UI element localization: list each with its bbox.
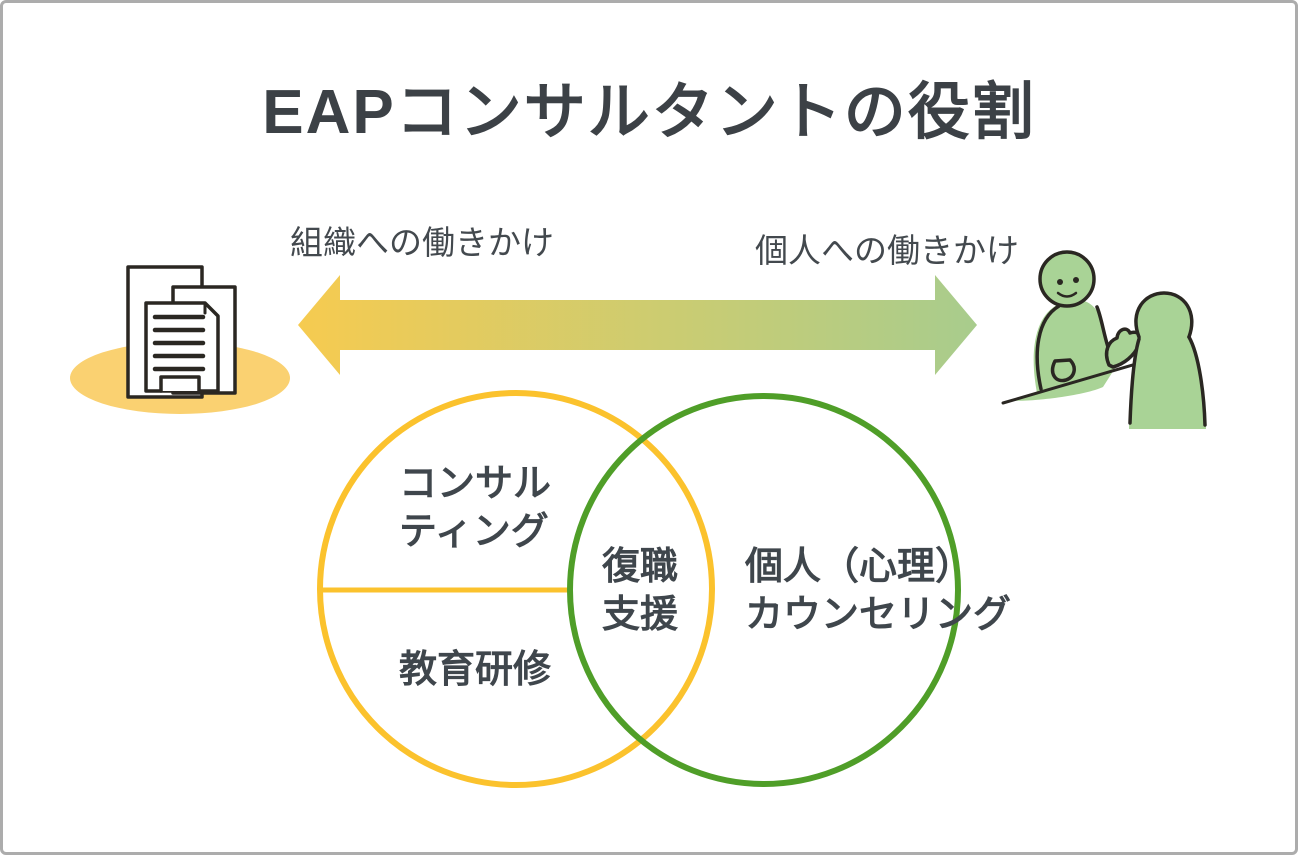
individual-services-circle (567, 393, 961, 787)
organization-services-circle (317, 390, 715, 788)
people-talking-icon (1001, 250, 1207, 429)
right-person-body (1129, 293, 1206, 429)
left-person-body (1009, 299, 1117, 401)
left-person-hand (1104, 327, 1143, 369)
organization-axis-label: 組織への働きかけ (290, 224, 554, 261)
left-person-head (1038, 250, 1096, 308)
individual-axis-label: 個人への働きかけ (755, 232, 1019, 269)
page-title: EAPコンサルタントの役割 (262, 78, 1036, 147)
individual-counseling-label: 個人（心理） カウンセリング (745, 546, 1012, 636)
education-training-label: 教育研修 (399, 649, 552, 691)
consulting-label: コンサル ティング (399, 463, 552, 553)
return-to-work-support-label: 復職 支援 (601, 546, 678, 636)
diagram-scene (70, 250, 1207, 788)
gradient-double-arrow (298, 275, 977, 375)
building-icon (70, 265, 290, 414)
